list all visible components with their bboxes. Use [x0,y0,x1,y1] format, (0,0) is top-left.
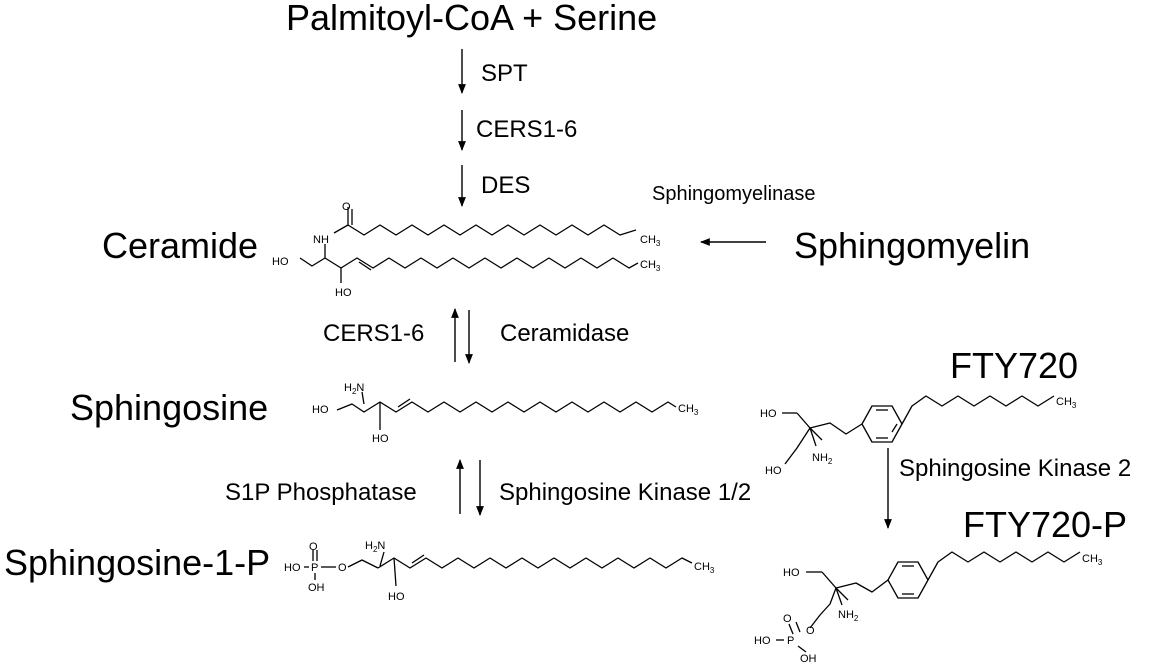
enzyme-spt: SPT [481,60,528,87]
enzyme-cers-forward: CERS1-6 [476,116,577,143]
fty720-label: FTY720 [950,345,1078,386]
fty720-ch3: CH3 [1056,396,1077,410]
sphingosine-structure: H2N HO HO CH3 [312,382,699,445]
sphingosine-ho: HO [312,404,329,416]
s1p-oh: HO [388,591,405,603]
fty720p-phosphate-oh: OH [800,653,817,665]
fty720p-ch3: CH3 [1082,553,1103,567]
fty720p-ho: HO [783,567,800,579]
fty720p-phosphate-o: O [783,613,792,625]
fty720p-structure: HO NH2 O O P HO OH CH3 [754,551,1103,665]
sphingosine-label: Sphingosine [70,387,268,428]
ceramide-carbonyl-o: O [342,201,351,213]
ceramide-ho: HO [272,256,289,268]
sphingosine-nh2: H2N [344,382,364,396]
fty720-ho-bottom: HO [765,465,782,477]
start-label: Palmitoyl-CoA + Serine [286,0,657,38]
s1p-phosphorus: P [311,562,318,574]
s1p-label: Sphingosine-1-P [4,542,270,583]
fty720p-phosphate-ho: HO [754,635,771,647]
enzyme-cers-reverse: CERS1-6 [323,320,424,347]
fty720p-nh2: NH2 [838,609,859,623]
sphingosine-ch3: CH3 [678,403,699,417]
s1p-phosphate-ho: HO [284,562,301,574]
ceramide-nh: NH [313,234,329,246]
ceramide-ch3-bottom: CH3 [640,259,661,273]
enzyme-ceramidase: Ceramidase [500,320,629,347]
s1p-ester-o: O [338,562,347,574]
enzyme-des: DES [481,172,530,199]
enzyme-s1p-phosphatase: S1P Phosphatase [225,479,417,506]
fty720-ho-top: HO [760,408,777,420]
s1p-phosphate-oh: OH [308,582,325,594]
ceramide-structure: O NH HO HO CH3 CH3 [272,201,661,299]
s1p-nh2: H2N [365,540,385,554]
fty720-structure: HO HO NH2 CH3 [760,395,1077,477]
ceramide-label: Ceramide [102,225,258,266]
ceramide-ch3-top: CH3 [640,234,661,248]
sphingomyelin-label: Sphingomyelin [794,225,1030,266]
s1p-phosphate-o: O [309,541,318,553]
sphingosine-oh: HO [372,433,389,445]
enzyme-sphingomyelinase: Sphingomyelinase [652,183,815,205]
enzyme-sphk2: Sphingosine Kinase 2 [899,455,1131,482]
s1p-structure: O HO P O OH H2N HO CH3 [284,540,715,603]
fty720p-phosphorus: P [787,635,794,647]
fty720p-label: FTY720-P [963,504,1127,545]
fty720p-ester-o: O [806,625,815,637]
fty720-nh2: NH2 [812,452,833,466]
s1p-ch3: CH3 [694,561,715,575]
ceramide-oh: HO [335,287,352,299]
enzyme-sphk12: Sphingosine Kinase 1/2 [499,479,751,506]
